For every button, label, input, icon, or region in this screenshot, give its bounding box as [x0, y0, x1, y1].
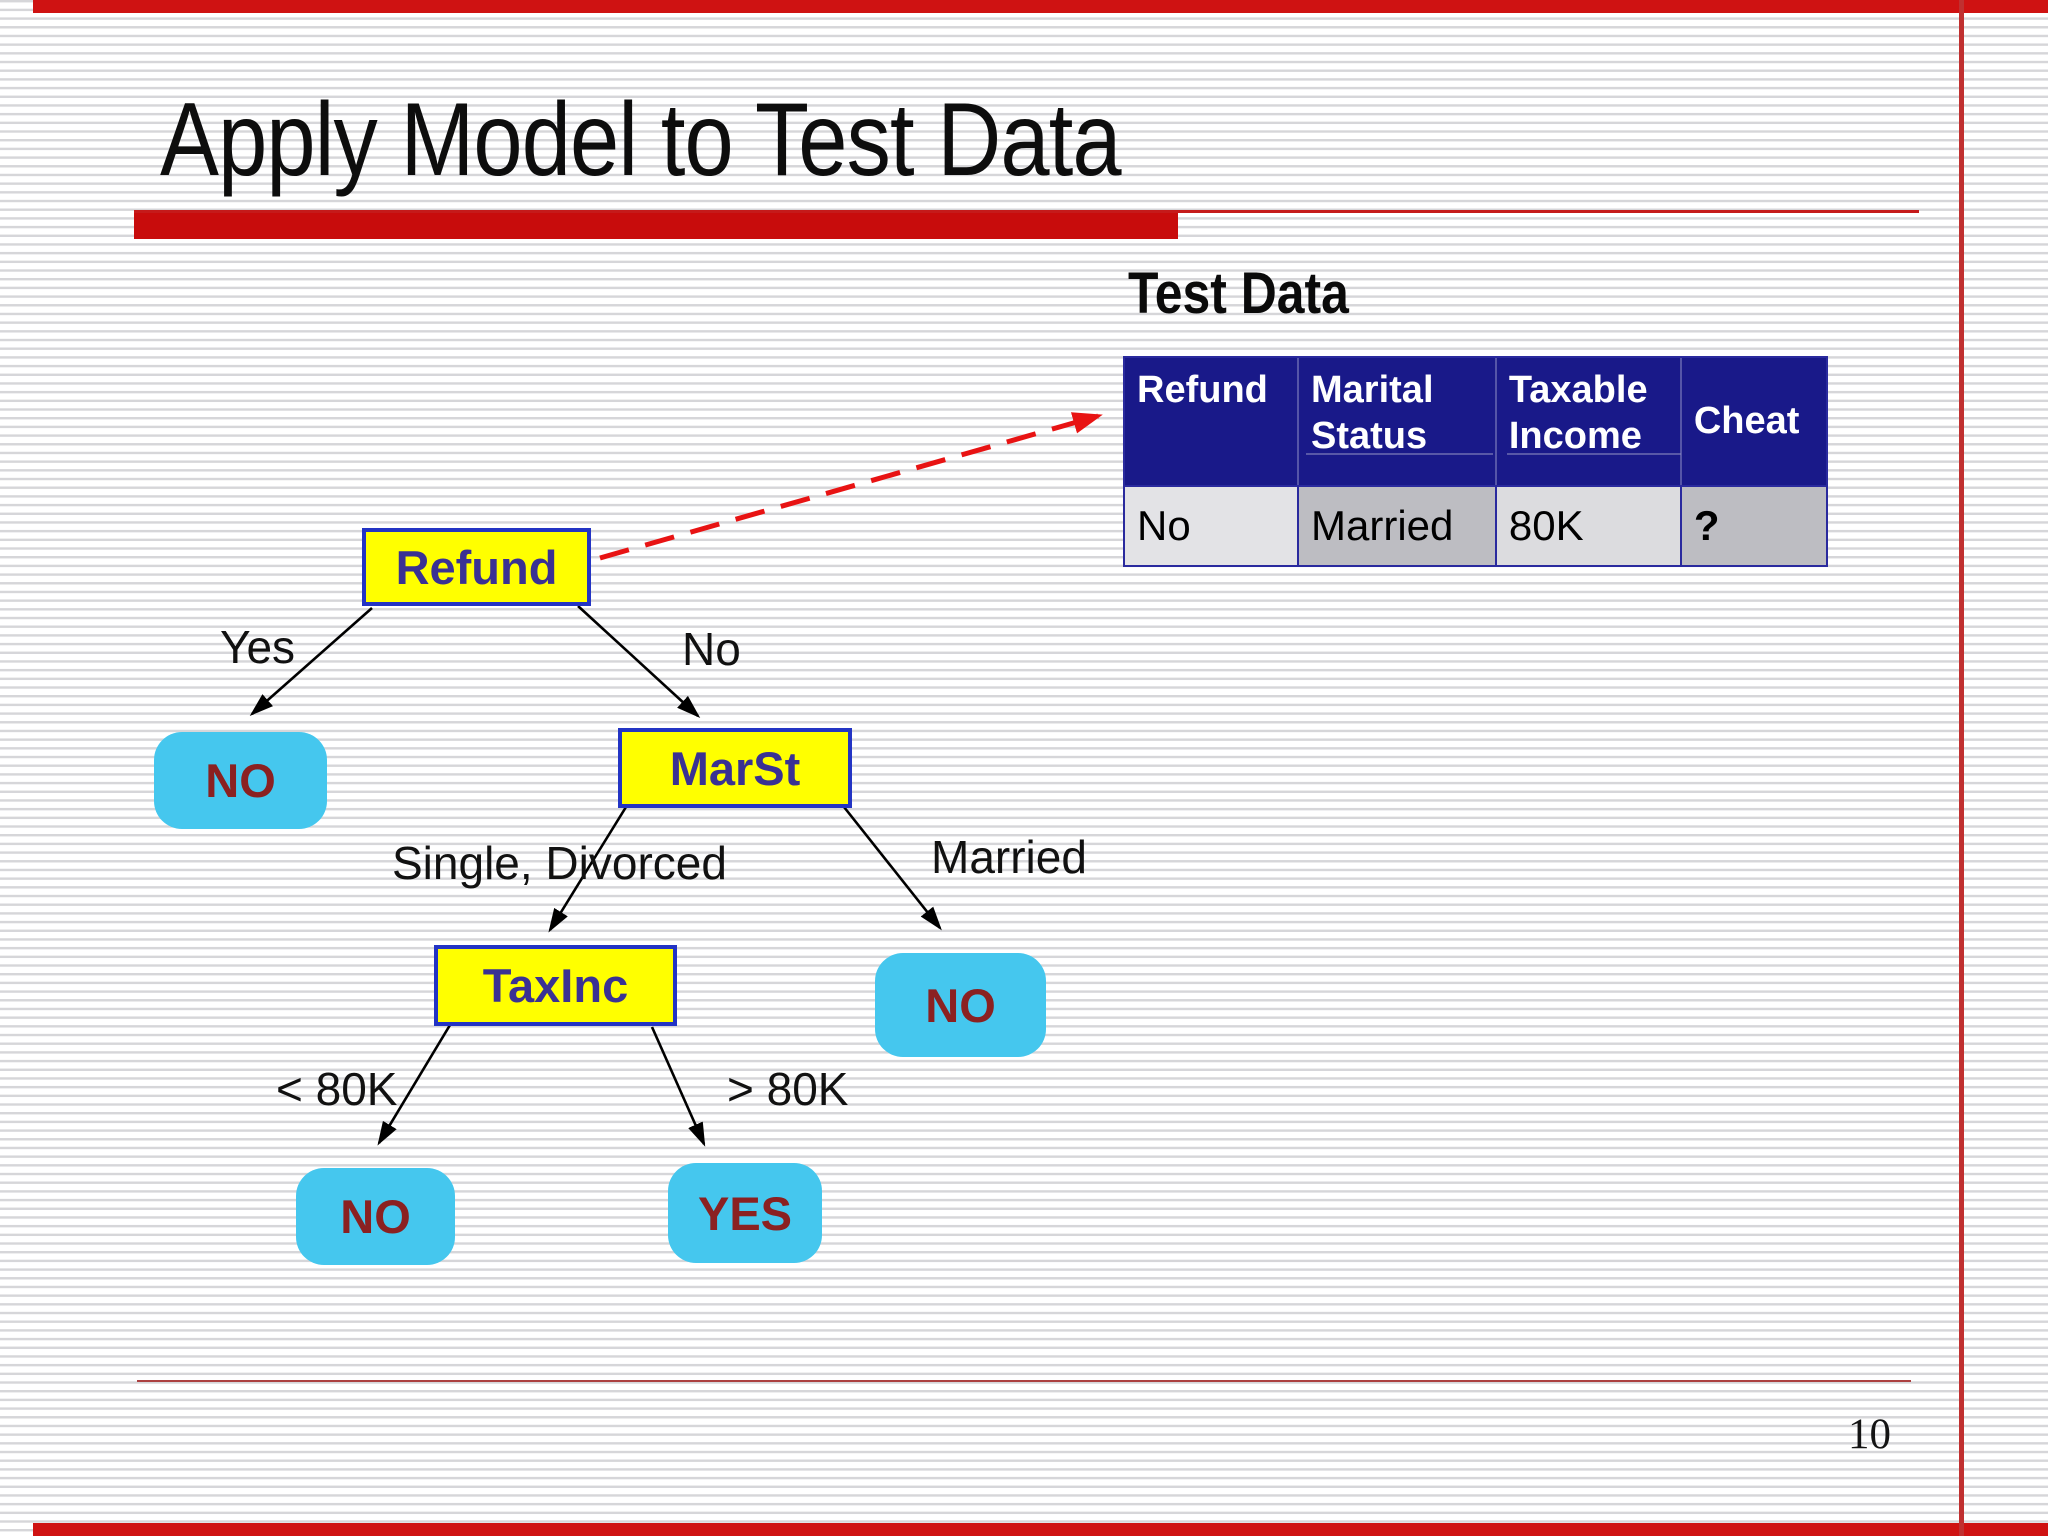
- node-marst: MarSt: [618, 728, 852, 808]
- branch-label-gt80k: > 80K: [727, 1063, 849, 1115]
- branch-label-no: No: [682, 623, 741, 675]
- header-divider-line: [1507, 453, 1681, 455]
- cell-marital-status-value: Married: [1297, 485, 1495, 565]
- node-refund: Refund: [362, 528, 591, 606]
- branch-label-lt80k: < 80K: [276, 1063, 398, 1115]
- title-underline-thin: [134, 210, 1919, 213]
- slide-frame-top: [33, 0, 2048, 13]
- trace-dashed-arrow: [599, 412, 1103, 561]
- footer-divider-line: [137, 1380, 1911, 1382]
- cell-taxable-income-value: 80K: [1494, 485, 1680, 565]
- node-taxinc: TaxInc: [434, 945, 677, 1026]
- header-divider-line: [1306, 453, 1493, 455]
- page-title: Apply Model to Test Data: [160, 82, 1122, 198]
- leaf-yes-gt80k: YES: [668, 1163, 822, 1263]
- branch-label-yes: Yes: [220, 621, 296, 673]
- leaf-no-lt80k: NO: [296, 1168, 455, 1265]
- test-data-table: Refund Marital Status Taxable Income Che…: [1123, 356, 1828, 567]
- page-number: 10: [1848, 1411, 1891, 1458]
- cell-cheat-value: ?: [1679, 485, 1826, 565]
- header-cell-refund: Refund: [1137, 369, 1268, 411]
- arrow-taxinc-gt80k: [650, 1026, 706, 1147]
- header-cell-cheat: Cheat: [1679, 358, 1826, 485]
- table-data-row: No Married 80K ?: [1125, 485, 1826, 565]
- slide-frame-bottom: [33, 1523, 2048, 1536]
- cell-refund-value: No: [1125, 485, 1298, 565]
- header-cell-marital-status: Marital Status: [1297, 358, 1495, 485]
- arrow-refund-no: [577, 605, 701, 719]
- header-cell-taxable-income: Taxable Income: [1494, 358, 1680, 485]
- table-header-row: Refund Marital Status Taxable Income Che…: [1125, 358, 1826, 485]
- branch-label-single-divorced: Single, Divorced: [392, 837, 727, 889]
- test-data-heading: Test Data: [1128, 261, 1349, 326]
- branch-label-married: Married: [931, 831, 1087, 883]
- leaf-no-married: NO: [875, 953, 1046, 1057]
- slide-frame-right: [1959, 0, 1964, 1536]
- arrow-marst-married: [842, 806, 942, 931]
- title-underline-bar: [134, 213, 1178, 239]
- leaf-no-refund-yes: NO: [154, 732, 327, 829]
